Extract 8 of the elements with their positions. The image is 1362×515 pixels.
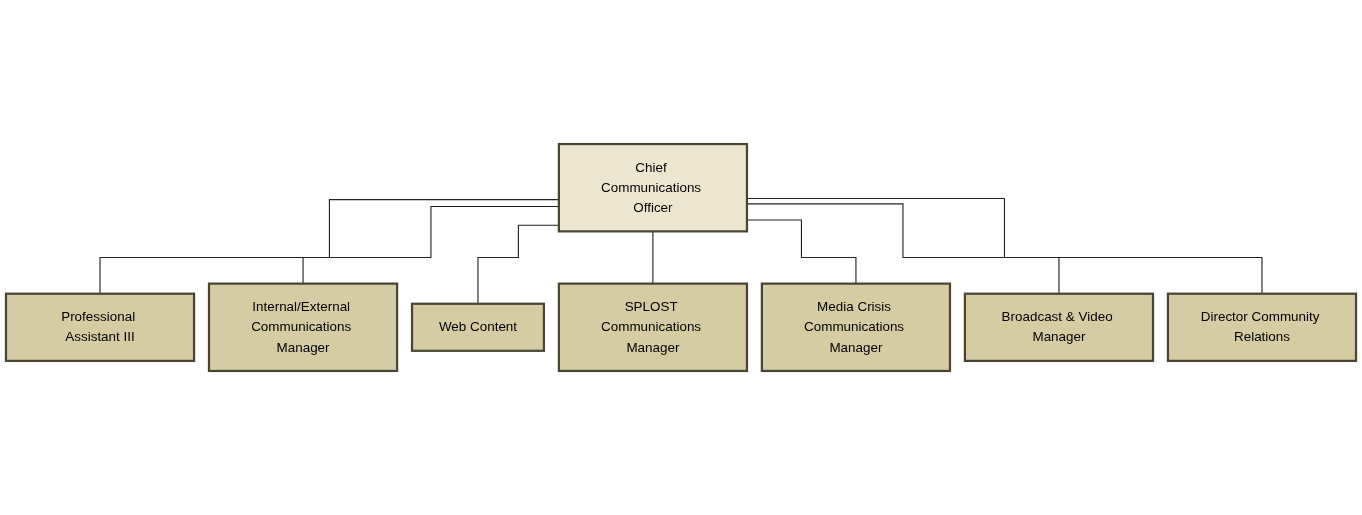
node-box: Professional Assistant III: [4, 292, 196, 362]
node-box: Broadcast & Video Manager: [963, 292, 1155, 362]
node-box: Web Content: [410, 302, 546, 352]
node-box: Internal/External Communications Manager: [207, 282, 399, 373]
node-box: Director Community Relations: [1166, 292, 1358, 362]
node-box: Media Crisis Communications Manager: [760, 282, 952, 373]
node-box: SPLOST Communications Manager: [557, 282, 749, 373]
node-box: Chief Communications Officer: [557, 142, 749, 233]
